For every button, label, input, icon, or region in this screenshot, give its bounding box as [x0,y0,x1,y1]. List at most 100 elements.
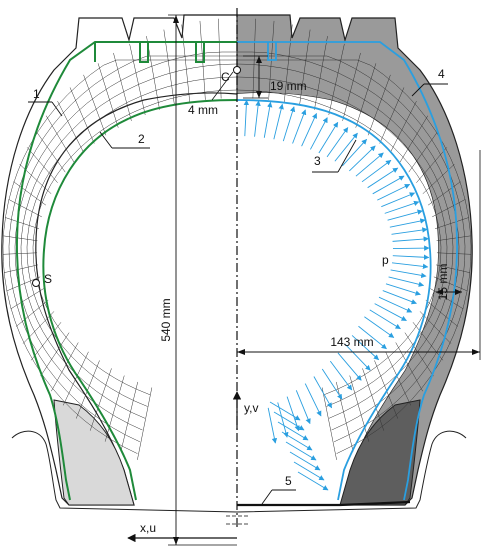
mesh-radial-line [57,101,84,153]
dimension-tread-depth: 19 mm [243,55,307,99]
pressure-arrow [337,352,362,381]
mesh-radial-line [97,63,119,128]
pressure-arrow [378,296,413,313]
pressure-arrow [326,127,349,158]
mesh-radial-line [328,43,345,116]
pressure-arrow [304,383,322,417]
mesh-radial-line [321,387,337,460]
pressure-arrow [273,411,305,431]
pressure-arrow [382,290,417,305]
right-bead [339,399,421,506]
mesh-ring-line [2,59,237,454]
pressure-arrow [297,471,329,491]
mesh-radial-line [13,181,47,206]
mesh-radial-line [412,322,444,361]
green-tread-steps [94,42,205,63]
part-1-label: 1 [33,87,40,101]
pressure-arrow [372,175,405,195]
mesh-radial-line [385,351,412,406]
pressure-arrow [392,254,430,260]
right-half-mesh [237,14,473,506]
height-label: 540 mm [159,298,173,341]
mesh-ring-line [20,63,238,419]
mesh-ring-line [237,59,472,454]
point-s-marker: S [32,272,52,287]
part-3-label: 3 [314,154,321,168]
axis-y-label: y,v [244,401,258,415]
rim-flange-right [236,430,467,513]
mesh-radial-line [435,264,470,273]
mesh-radial-line [104,375,125,442]
pressure-arrow [267,407,278,444]
mesh-radial-line [26,147,58,183]
mesh-radial-line [75,360,100,419]
coordinate-axes: y,v x,u [127,391,258,543]
pressure-arrow [273,103,284,140]
pressure-arrow [344,344,371,371]
pressure-arrow [351,335,380,361]
mesh-radial-line [349,375,370,442]
blue-contour-group [236,41,458,501]
sidewall-label: 15 mm [436,264,450,301]
point-c-label: C [221,70,230,84]
pressure-arrow [309,117,328,150]
mesh-radial-line [374,360,399,419]
mesh-ring-line [32,89,238,396]
mesh-radial-line [283,24,293,103]
blue-inner-liner [236,99,432,501]
pressure-arrow [388,276,425,287]
mesh-radial-line [355,63,377,128]
pressure-arrow [355,152,384,177]
pressure-arrow [295,390,311,425]
mesh-radial-line [434,217,469,229]
mesh-ring-line [236,89,442,396]
dimension-height: 540 mm [159,14,237,546]
mesh-radial-line [342,52,361,121]
pressure-arrow [286,396,300,432]
mesh-ring-line [26,76,238,407]
mesh-radial-line [430,288,464,310]
mesh-radial-line [427,181,461,206]
mesh-radial-line [419,311,452,344]
pressure-arrow [361,159,392,183]
mesh-radial-line [137,387,153,460]
mesh-radial-line [6,276,41,292]
mesh-ring-line [8,55,237,443]
pressure-arrow [358,325,387,350]
pressure-arrow [285,441,317,461]
point-s-label: S [44,272,52,286]
mesh-radial-line [113,52,132,121]
pressure-arrow [390,269,427,279]
mesh-radial-line [408,131,439,173]
pressure-arrow [293,461,325,481]
mesh-radial-line [425,299,459,327]
pressure-arrows [243,99,430,491]
mesh-radial-line [395,342,423,392]
pressure-arrow [374,303,407,321]
part-5-label: 5 [285,474,292,488]
pressure-arrow [292,109,307,144]
mesh-radial-line [252,18,256,99]
pressure-arrow [387,209,423,221]
mesh-ring-line [14,51,237,431]
pressure-arrow [277,421,309,441]
dimension-half-width: 143 mm [237,150,481,360]
mesh-radial-line [8,199,42,218]
mesh-ring-line [236,76,448,407]
pressure-arrow [349,145,376,172]
pressure-arrow [321,368,343,400]
mesh-ring-line [236,63,454,419]
mesh-radial-line [15,299,49,327]
pressure-arrow [391,262,429,270]
mesh-radial-line [5,217,40,229]
mesh-ring-line [237,55,466,443]
pressure-arrow [385,283,421,296]
mesh-radial-line [399,115,429,163]
pressure-arrow [301,112,317,147]
mesh-radial-line [120,381,138,452]
mesh-radial-line [436,235,471,241]
pressure-arrow [341,138,367,167]
right-inner-cavity [237,92,439,505]
mesh-radial-line [51,342,79,392]
